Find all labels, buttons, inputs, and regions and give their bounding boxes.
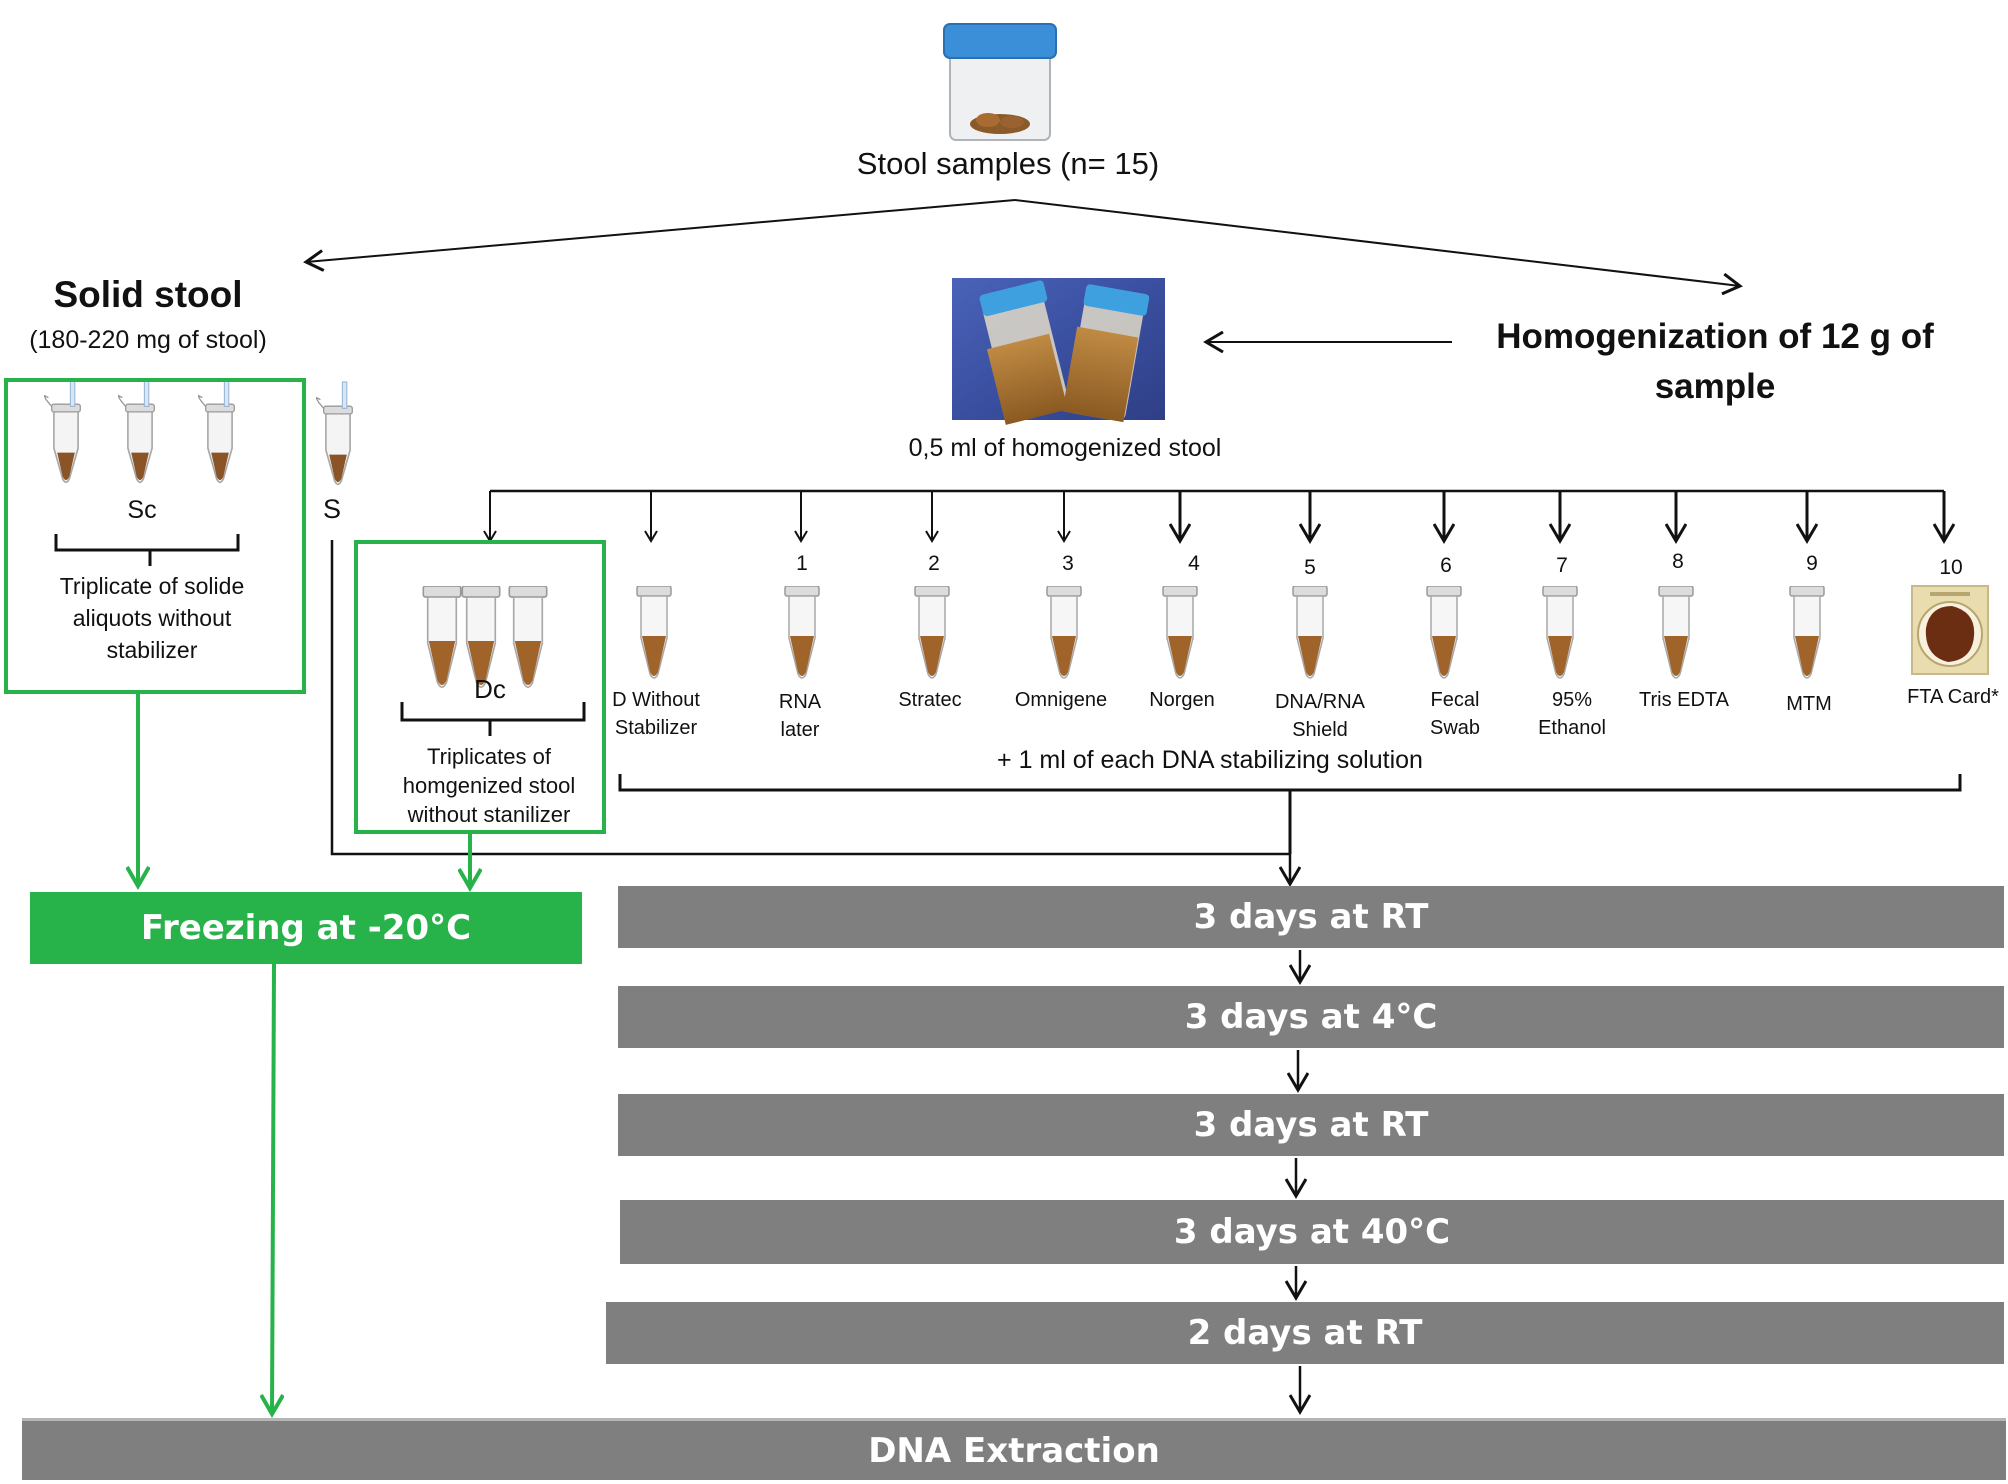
arrow-to-solid-stool <box>306 199 1016 262</box>
s-merge-line <box>330 540 1290 856</box>
stabilizer-number: 1 <box>796 552 808 575</box>
green-arrow-freezing-to-extraction <box>272 963 274 1414</box>
sc-green-box <box>4 378 306 694</box>
dna-extraction-bar: DNA Extraction <box>22 1418 2006 1480</box>
stabilizer-name: MTM <box>1786 693 1832 715</box>
stool-cup-icon <box>943 23 1057 141</box>
stabilizer-name: Omnigene <box>1014 689 1108 711</box>
stabilizer-number: 7 <box>1556 554 1568 577</box>
stabilizer-tube-icon <box>636 586 672 679</box>
homogenized-tubes-photo <box>952 278 1165 425</box>
stool-samples-label: Stool samples (n= 15) <box>856 146 1160 181</box>
stabilizing-solution-note: + 1 ml of each DNA stabilizing solution <box>997 746 1423 774</box>
stabilizer-tube-icon <box>1658 586 1694 679</box>
dc-green-box <box>354 540 606 834</box>
sc-caption: Triplicate of solide aliquots without st… <box>59 573 245 663</box>
stabilizer-number: 6 <box>1440 554 1452 577</box>
homogenized-aliquot-label: 0,5 ml of homogenized stool <box>908 434 1222 462</box>
s-label: S <box>322 494 341 524</box>
stabilizer-tube-icon <box>1542 586 1578 679</box>
stabilizer-number: 4 <box>1188 552 1200 575</box>
stabilizer-tube-icon <box>1789 586 1825 679</box>
solid-stool-title: Solid stool <box>53 274 243 315</box>
stabilizer-number: 2 <box>928 552 940 575</box>
stabilizer-name: Norgen <box>1149 689 1215 711</box>
stabilizer-number: 10 <box>1939 556 1963 579</box>
storage-step-bar: 3 days at 4°C <box>618 986 2004 1048</box>
stabilizer-name: D Without Stabilizer <box>612 689 700 739</box>
arrow-to-homogenization <box>1014 199 1740 286</box>
stabilizer-tube-icon <box>784 586 820 679</box>
stabilizer-number: 3 <box>1062 552 1074 575</box>
stabilizer-number: 9 <box>1806 552 1818 575</box>
stabilizer-name: Fecal Swab <box>1429 689 1481 739</box>
stabilizer-tube-icon <box>1292 586 1328 679</box>
stabilizer-tube-icon <box>1426 586 1462 679</box>
freezing-bar: Freezing at -20°C <box>30 892 582 964</box>
dc-label: Dc <box>474 674 506 704</box>
storage-step-bar: 3 days at 40°C <box>620 1200 2004 1264</box>
stabilizer-name: 95% Ethanol <box>1538 689 1606 739</box>
sc-label: Sc <box>127 496 157 524</box>
stabilizer-tube-icon <box>1046 586 1082 679</box>
stabilizer-tube-icon <box>1162 586 1198 679</box>
sc-brace <box>54 534 240 566</box>
stabilizer-number: 5 <box>1304 556 1316 579</box>
solid-stool-subtitle: (180-220 mg of stool) <box>29 326 267 354</box>
dc-brace <box>400 702 586 736</box>
stabilizer-name: RNA later <box>778 691 822 741</box>
s-tube-icon <box>316 381 354 486</box>
storage-step-bar: 3 days at RT <box>618 886 2004 948</box>
storage-step-bar: 3 days at RT <box>618 1094 2004 1156</box>
dc-caption: Triplicates of homgenized stool without … <box>402 744 576 827</box>
stabilizer-number: 8 <box>1672 550 1684 573</box>
storage-step-bar: 2 days at RT <box>606 1302 2004 1364</box>
stabilizer-name: FTA Card* <box>1907 686 1999 708</box>
stabilizer-name: Stratec <box>898 689 962 711</box>
stabilizer-name: DNA/RNA Shield <box>1274 691 1365 741</box>
stabilizer-brace <box>618 774 1962 854</box>
stabilizer-tube-icon <box>914 586 950 679</box>
homogenization-title: Homogenization of 12 g of sample <box>1496 317 1934 406</box>
fta-card-icon <box>1911 585 1989 675</box>
stabilizer-name: Tris EDTA <box>1639 689 1729 711</box>
